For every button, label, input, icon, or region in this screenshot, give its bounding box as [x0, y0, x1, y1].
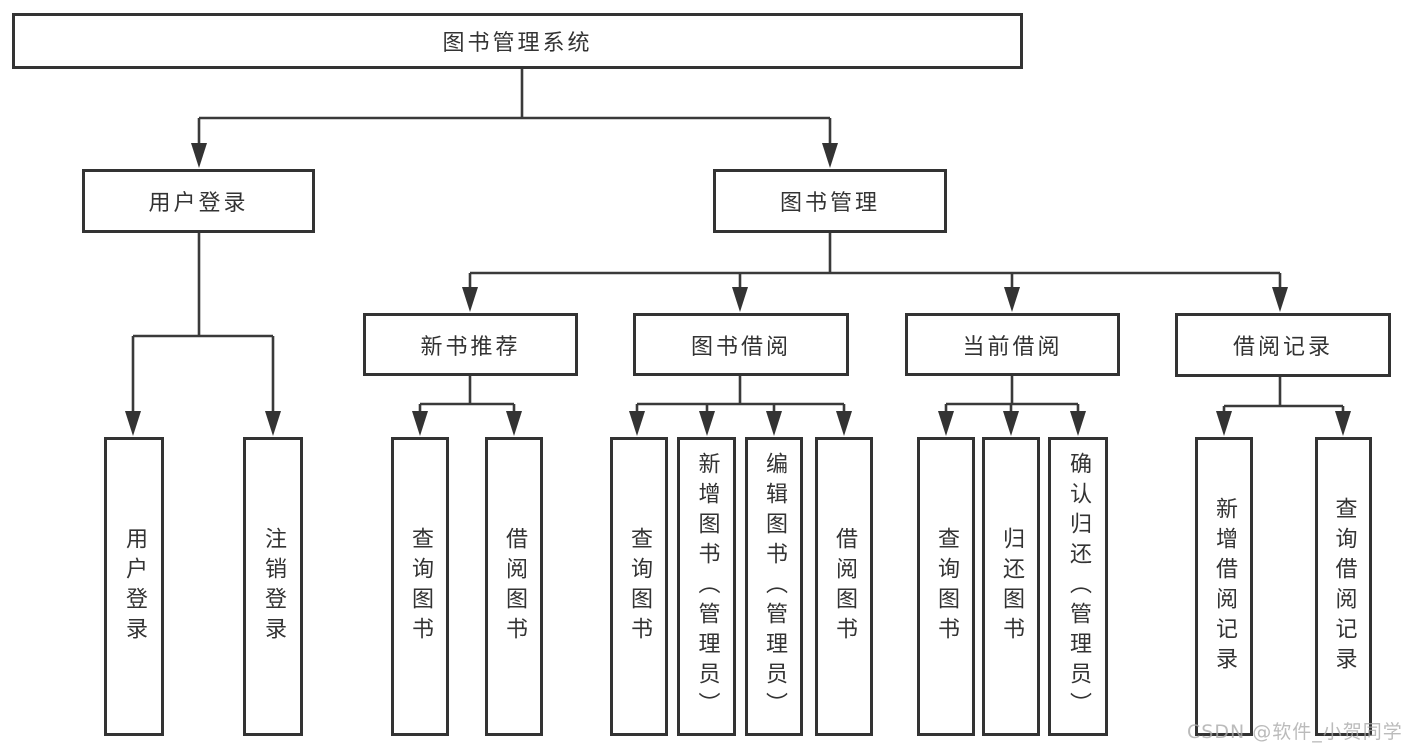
node-leaf-borrow-books-recommend: 借阅图书	[485, 437, 543, 736]
node-leaf-borrow-books-recommend-label: 借阅图书	[502, 526, 527, 647]
node-leaf-borrow-books: 借阅图书	[815, 437, 873, 736]
node-borrow-records-label: 借阅记录	[1232, 335, 1333, 360]
node-borrow-records: 借阅记录	[1175, 313, 1391, 377]
node-leaf-query-books-recommend-label: 查询图书	[408, 526, 433, 647]
node-book-borrow: 图书借阅	[633, 313, 849, 376]
watermark: CSDN @软件_小贺同学	[1187, 721, 1403, 743]
node-root: 图书管理系统	[12, 13, 1023, 69]
node-book-management: 图书管理	[713, 169, 947, 233]
node-leaf-borrow-books-label: 借阅图书	[832, 526, 857, 647]
node-leaf-user-login: 用户登录	[104, 437, 164, 736]
arrowheads	[125, 143, 1351, 436]
node-leaf-add-book-admin: 新增图书（管理员）	[677, 437, 736, 736]
node-leaf-return-book-label: 归还图书	[999, 526, 1024, 647]
node-leaf-add-borrow-record: 新增借阅记录	[1195, 437, 1253, 736]
node-new-book-recommend: 新书推荐	[363, 313, 578, 376]
node-leaf-edit-book-admin-label: 编辑图书（管理员）	[762, 451, 787, 722]
node-leaf-add-borrow-record-label: 新增借阅记录	[1212, 496, 1237, 677]
node-leaf-query-books-current: 查询图书	[917, 437, 975, 736]
node-leaf-edit-book-admin: 编辑图书（管理员）	[745, 437, 803, 736]
node-leaf-add-book-admin-label: 新增图书（管理员）	[694, 451, 720, 722]
node-leaf-logout-label: 注销登录	[261, 526, 286, 647]
node-new-book-recommend-label: 新书推荐	[420, 334, 521, 360]
node-leaf-query-borrow-record-label: 查询借阅记录	[1331, 496, 1357, 677]
node-book-management-label: 图书管理	[779, 191, 880, 216]
node-leaf-query-books-borrow: 查询图书	[610, 437, 668, 736]
node-user-login-label: 用户登录	[148, 191, 249, 216]
node-leaf-query-borrow-record: 查询借阅记录	[1315, 437, 1372, 736]
node-leaf-query-books-borrow-label: 查询图书	[627, 526, 652, 647]
node-leaf-return-book: 归还图书	[982, 437, 1040, 736]
node-leaf-confirm-return-admin-label: 确认归还（管理员）	[1066, 451, 1091, 722]
node-leaf-logout: 注销登录	[243, 437, 303, 736]
node-user-login: 用户登录	[82, 169, 315, 233]
node-root-label: 图书管理系统	[442, 31, 593, 56]
node-current-borrow: 当前借阅	[905, 313, 1120, 376]
node-leaf-query-books-current-label: 查询图书	[934, 526, 959, 647]
node-current-borrow-label: 当前借阅	[962, 334, 1063, 360]
node-leaf-user-login-label: 用户登录	[122, 526, 147, 647]
node-book-borrow-label: 图书借阅	[690, 334, 791, 360]
node-leaf-confirm-return-admin: 确认归还（管理员）	[1048, 437, 1108, 736]
node-leaf-query-books-recommend: 查询图书	[391, 437, 449, 736]
